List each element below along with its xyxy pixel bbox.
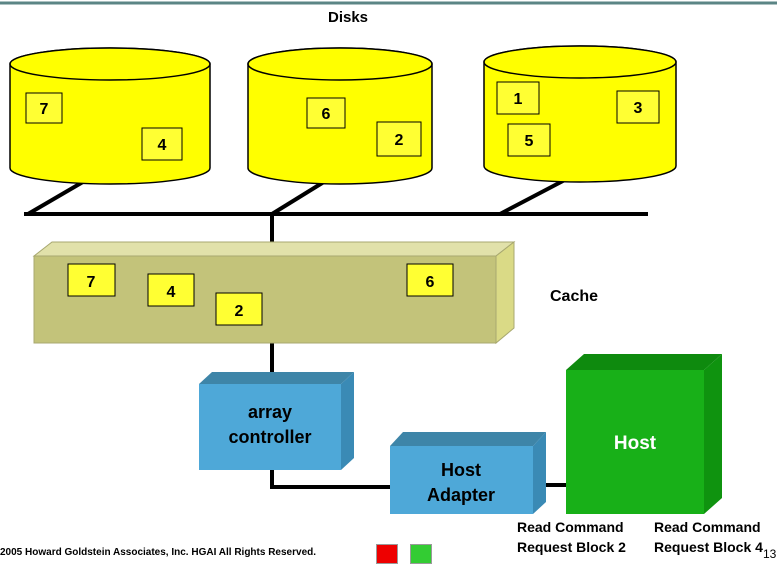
page-number: 13	[763, 547, 777, 561]
disk-block: 2	[376, 121, 422, 157]
host-adapter-label-line1: Host	[441, 460, 481, 480]
cache-block: 4	[147, 273, 195, 307]
disk-block: 3	[616, 90, 660, 124]
array-controller-box	[199, 372, 354, 470]
svg-text:6: 6	[322, 106, 331, 123]
array-controller-label-line2: controller	[228, 427, 311, 447]
svg-text:4: 4	[167, 284, 176, 301]
read-command-1-line1: Read Command	[517, 519, 624, 535]
disk-2: 6 2	[247, 47, 433, 185]
host-label: Host	[614, 433, 657, 454]
disk-block: 6	[306, 97, 346, 129]
svg-text:2: 2	[395, 132, 404, 149]
svg-text:1: 1	[514, 91, 523, 108]
svg-text:7: 7	[40, 101, 49, 118]
cache-label: Cache	[550, 288, 598, 305]
svg-text:3: 3	[634, 100, 643, 117]
cache-block: 7	[67, 263, 116, 297]
read-command-1-line2: Request Block 2	[517, 539, 626, 555]
svg-text:4: 4	[158, 137, 167, 154]
cache-block: 6	[406, 263, 454, 297]
disk-block: 1	[496, 81, 540, 115]
disk-block: 7	[25, 92, 63, 124]
svg-text:5: 5	[525, 133, 534, 150]
disk-block: 4	[141, 127, 183, 161]
read-command-2-line1: Read Command	[654, 519, 761, 535]
red-square-icon[interactable]	[376, 544, 398, 564]
host-adapter-label-line2: Adapter	[427, 485, 495, 505]
copyright-footer: 2005 Howard Goldstein Associates, Inc. H…	[0, 547, 317, 558]
disk-block: 5	[507, 123, 551, 157]
green-square-icon[interactable]	[410, 544, 432, 564]
svg-text:2: 2	[235, 303, 244, 320]
svg-text:7: 7	[87, 274, 96, 291]
disk-1: 7 4	[9, 47, 211, 185]
host-adapter-box	[390, 432, 546, 514]
disk-3: 1 3 5	[483, 45, 677, 183]
cache-block: 2	[215, 292, 263, 326]
cache-box: 7 4 2 6	[32, 240, 516, 345]
host-box	[566, 354, 722, 514]
svg-text:6: 6	[426, 274, 435, 291]
array-controller-label-line1: array	[248, 402, 292, 422]
disks-title: Disks	[328, 9, 368, 26]
read-command-2-line2: Request Block 4	[654, 539, 763, 555]
